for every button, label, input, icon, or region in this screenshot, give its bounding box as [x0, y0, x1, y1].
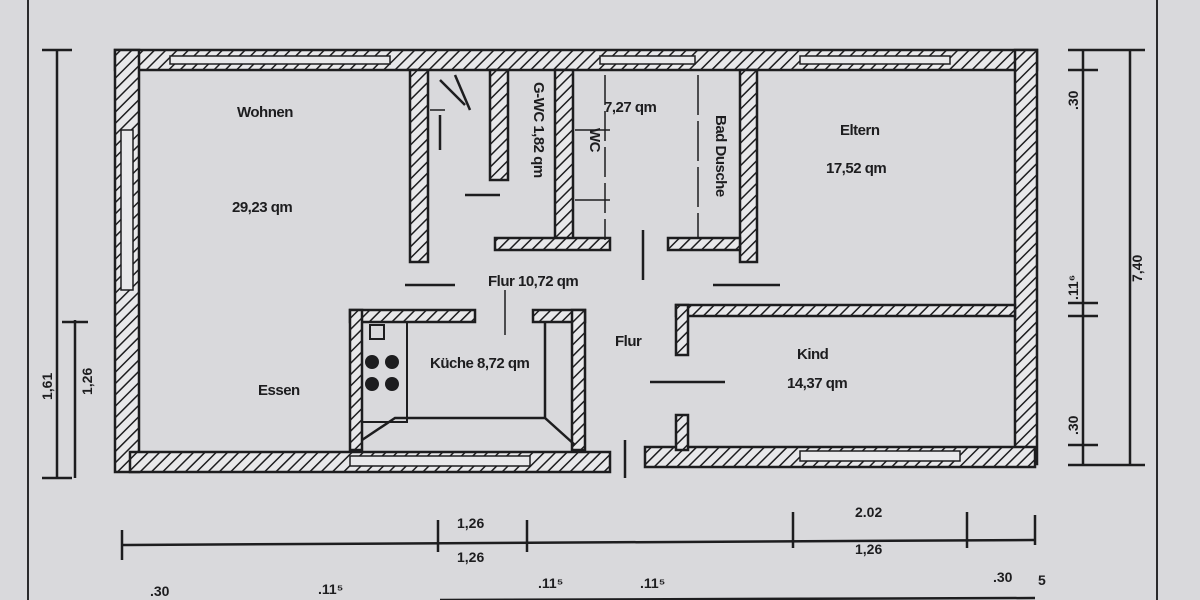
dim-left-outer: 1,61	[39, 373, 55, 400]
dim-bottom-a-bottom: 1,26	[457, 549, 484, 565]
dim-right-mid: .11⁶	[1065, 275, 1081, 300]
dim-bottom-a-top: 1,26	[457, 515, 484, 531]
dim-right-bottom: .30	[1065, 415, 1081, 435]
room-bad-wc: WC	[586, 128, 603, 153]
dim-row2-2: .11⁵	[538, 575, 563, 591]
dim-bottom-b-bottom: 1,26	[855, 541, 882, 557]
dim-left-inner: 1,26	[79, 368, 95, 395]
room-flur-label: Flur	[615, 333, 642, 350]
room-bad-area: 7,27 qm	[604, 99, 657, 116]
room-wohnen-name: Wohnen	[237, 104, 293, 121]
room-flur-main-label: Flur 10,72 qm	[488, 273, 578, 290]
room-gwc-label: G-WC 1,82 qm	[530, 82, 547, 178]
dim-row2-3: .11⁵	[640, 575, 665, 591]
dim-row2-0: .30	[150, 583, 170, 599]
room-kind-name: Kind	[797, 346, 829, 363]
dim-row2-5: 5	[1038, 572, 1046, 588]
dim-row2-4: .30	[993, 569, 1013, 585]
room-bad-dusche: Bad Dusche	[712, 115, 729, 197]
room-kueche-label: Küche 8,72 qm	[430, 355, 530, 372]
room-essen-name: Essen	[258, 382, 300, 399]
dimension-labels: 1,61 1,26 .30 .11⁶ .30 7,40 1,26 1,26 2.…	[39, 90, 1145, 599]
outer-walls	[113, 48, 1039, 474]
room-wohnen-area: 29,23 qm	[232, 199, 292, 216]
room-eltern-area: 17,52 qm	[826, 160, 886, 177]
dimension-lines	[42, 48, 1145, 600]
dim-row2-1: .11⁵	[318, 581, 343, 597]
dim-bottom-b-top: 2.02	[855, 504, 882, 520]
dim-right-total: 7,40	[1129, 255, 1145, 282]
fixtures	[361, 74, 780, 478]
interior-walls	[348, 68, 1017, 452]
room-kind-area: 14,37 qm	[787, 375, 847, 392]
room-labels: Wohnen 29,23 qm G-WC 1,82 qm 7,27 qm WC …	[232, 82, 887, 399]
room-eltern-name: Eltern	[840, 122, 880, 139]
dim-right-top: .30	[1065, 90, 1081, 110]
